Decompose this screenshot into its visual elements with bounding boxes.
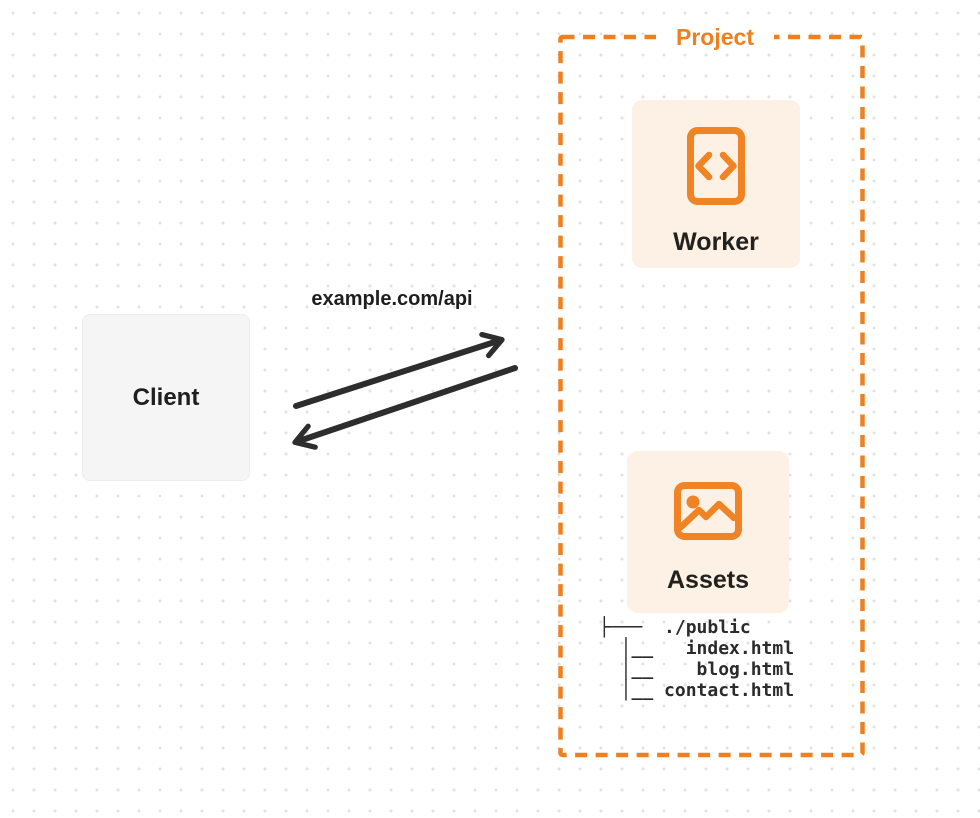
assets-node: Assets: [627, 451, 789, 613]
image-icon-sun: [686, 495, 700, 509]
response-arrow: [292, 365, 518, 450]
image-icon: [674, 482, 742, 540]
assets-label: Assets: [667, 566, 749, 594]
client-node: Client: [82, 314, 250, 481]
code-document-icon: [687, 127, 745, 205]
project-label: Project: [656, 23, 774, 53]
file-tree: ├─── ./public │__ index.html │__ blog.ht…: [599, 617, 795, 701]
worker-label: Worker: [673, 228, 759, 256]
request-url-label: example.com/api: [311, 288, 473, 310]
client-label: Client: [132, 383, 200, 411]
request-arrow: [293, 331, 505, 409]
worker-node: Worker: [632, 100, 800, 268]
